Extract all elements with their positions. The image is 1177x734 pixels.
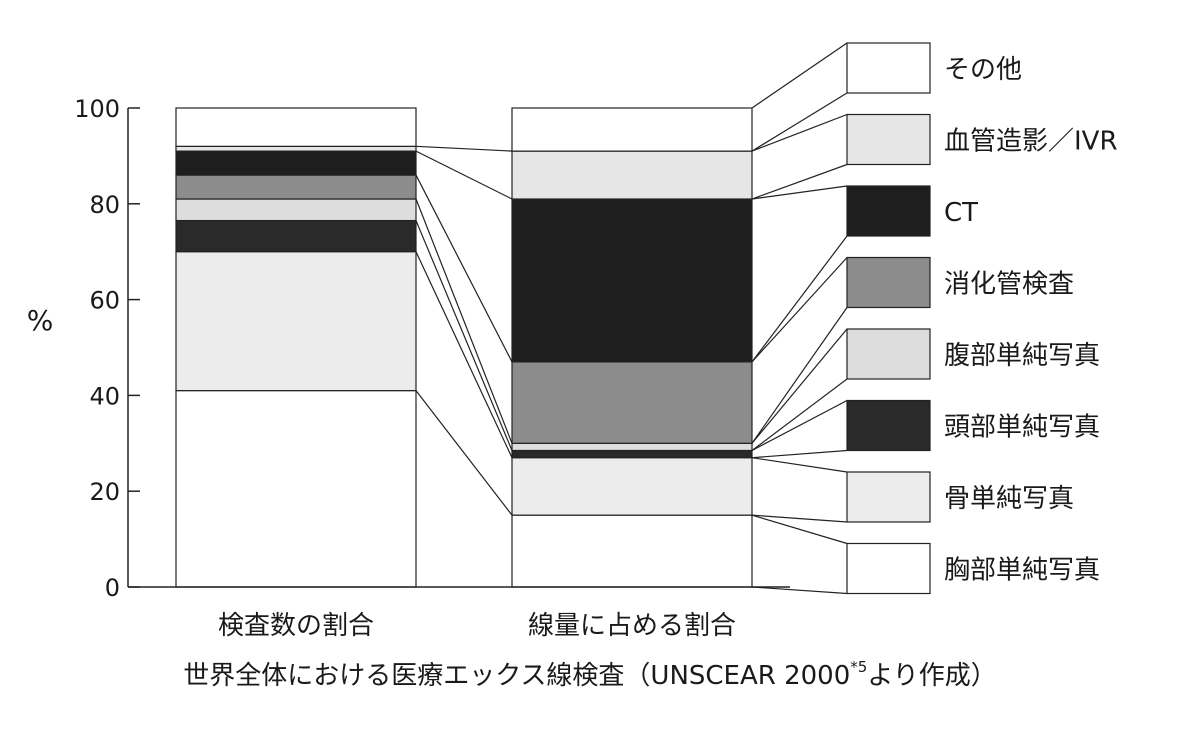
bar-segment — [511, 449, 753, 459]
legend-leader-line — [751, 235, 848, 363]
bar-segment — [175, 150, 417, 176]
bar-segment — [511, 457, 753, 516]
legend-leader-line — [751, 257, 848, 363]
legend-swatch — [846, 328, 931, 380]
legend-swatch — [846, 399, 931, 452]
y-tick-label: 0 — [105, 574, 120, 602]
legend-leader-line — [751, 328, 848, 444]
legend-leader-line — [751, 42, 848, 109]
y-tick-label: 20 — [89, 478, 120, 506]
bar-segment — [175, 107, 417, 147]
legend-label: 腹部単純写真 — [944, 341, 1100, 371]
legend-swatch — [846, 185, 931, 237]
legend-label: CT — [944, 198, 978, 228]
bar-segment — [175, 198, 417, 222]
legend-leader-line — [751, 514, 848, 545]
bars: 検査数の割合 線量に占める割合 — [175, 107, 753, 641]
legend-swatch — [846, 256, 931, 309]
legend-label: その他 — [944, 55, 1022, 85]
legend-leader-line — [751, 399, 848, 452]
legend-swatch — [846, 542, 931, 595]
legend-leader-line — [751, 457, 848, 473]
legend-swatch — [846, 113, 931, 166]
legend-leader-line — [751, 378, 848, 451]
legend-leader-line — [751, 185, 848, 200]
bar-segment — [175, 251, 417, 392]
connector-line — [415, 251, 513, 458]
connector-line — [415, 145, 513, 152]
legend-label: 頭部単純写真 — [944, 413, 1100, 443]
connector-line — [415, 174, 513, 363]
y-tick-label: 60 — [89, 287, 120, 315]
connector-line — [415, 198, 513, 444]
bar-segment — [511, 198, 753, 363]
legend-leader-line — [751, 586, 848, 595]
connector-line — [415, 390, 513, 516]
y-axis-label: % — [27, 304, 54, 337]
legend-label: 胸部単純写真 — [944, 556, 1100, 586]
y-tick-label: 40 — [89, 382, 120, 410]
chart-caption: 世界全体における医療エックス線検査（UNSCEAR 2000*5より作成） — [183, 658, 997, 691]
connector-line — [415, 220, 513, 451]
legend-leader-line — [751, 514, 848, 523]
connector-lines — [415, 145, 513, 516]
y-tick-label: 100 — [74, 95, 120, 123]
bar-segment — [175, 174, 417, 200]
bar-segment — [511, 150, 753, 200]
legend-leader-line — [751, 307, 848, 444]
y-tick-label: 80 — [89, 191, 120, 219]
legend-swatch — [846, 42, 931, 94]
bar-segment — [511, 107, 753, 152]
bar-segment — [175, 145, 417, 152]
connector-line — [415, 150, 513, 200]
legend-label: 消化管検査 — [944, 270, 1074, 300]
legend-swatch — [846, 471, 931, 523]
legend-label: 血管造影／IVR — [944, 127, 1118, 157]
x-tick-label: 検査数の割合 — [218, 611, 374, 641]
legend-leader-line — [751, 163, 848, 200]
y-axis: 0 20 40 60 80 100 — [74, 95, 790, 602]
bar-segment — [175, 219, 417, 253]
legend-leader-line — [751, 92, 848, 152]
bar-segment — [175, 390, 417, 588]
bar-segment — [511, 442, 753, 452]
bar-segment — [511, 514, 753, 588]
legend-label: 骨単純写真 — [944, 484, 1074, 514]
bar-segment — [511, 361, 753, 444]
x-tick-label: 線量に占める割合 — [528, 611, 736, 641]
legend-leader-line — [751, 449, 848, 459]
legend-leader-line — [751, 113, 848, 152]
